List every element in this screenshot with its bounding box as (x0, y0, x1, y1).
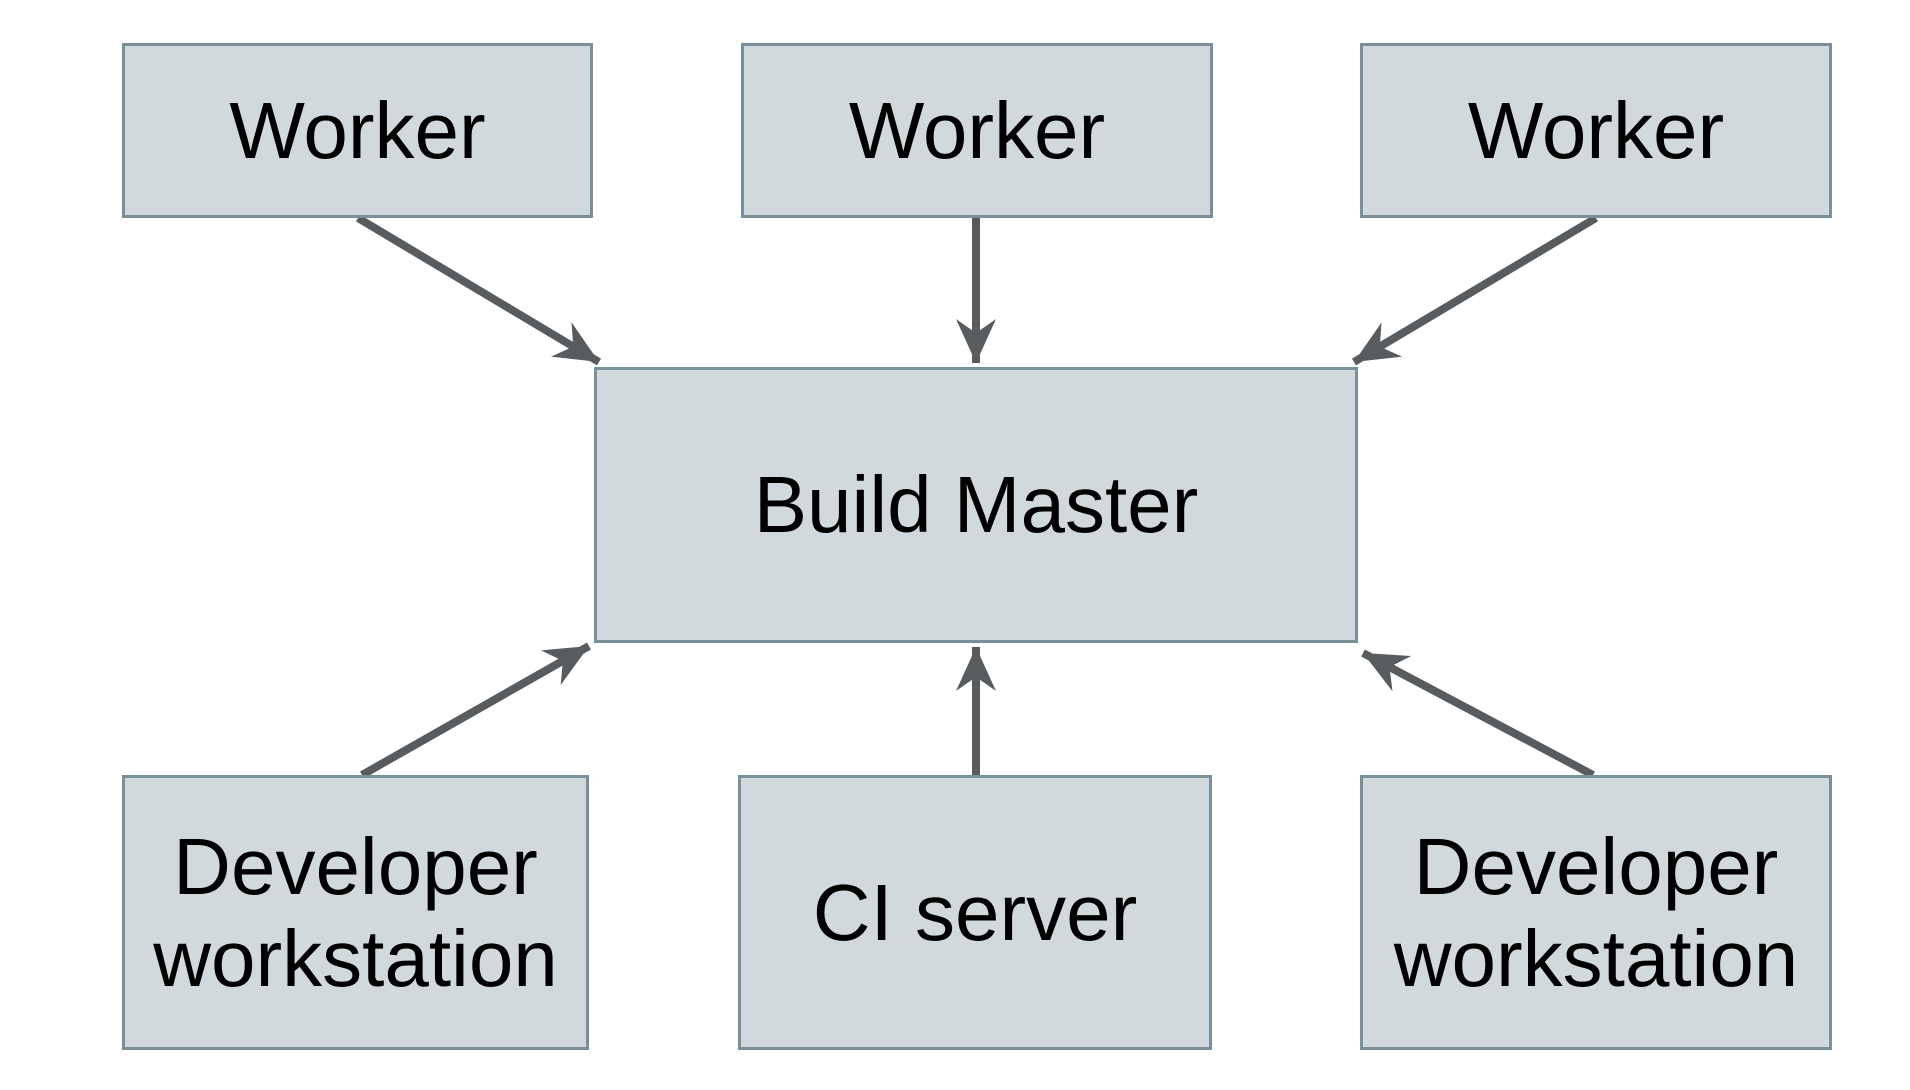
node-ci-server: CI server (738, 775, 1212, 1050)
node-ci-server-label: CI server (812, 867, 1138, 957)
node-build-master: Build Master (594, 367, 1358, 643)
node-build-master-label: Build Master (753, 460, 1199, 549)
node-worker-2-label: Worker (848, 85, 1106, 175)
arrow-dev-right-to-build-master (1361, 649, 1595, 779)
node-worker-1: Worker (122, 43, 593, 218)
arrow-worker1-to-build-master (355, 214, 602, 366)
node-worker-2: Worker (741, 43, 1213, 218)
node-developer-workstation-left-label: Developer workstation (153, 821, 558, 1003)
node-worker-3: Worker (1360, 43, 1832, 218)
node-developer-workstation-right-label: Developer workstation (1393, 821, 1799, 1003)
node-developer-workstation-left: Developer workstation (122, 775, 589, 1050)
arrow-dev-left-to-build-master (360, 642, 591, 779)
node-worker-3-label: Worker (1467, 85, 1725, 175)
node-developer-workstation-right: Developer workstation (1360, 775, 1832, 1050)
node-worker-1-label: Worker (229, 85, 486, 175)
arrow-worker3-to-build-master (1351, 214, 1599, 366)
